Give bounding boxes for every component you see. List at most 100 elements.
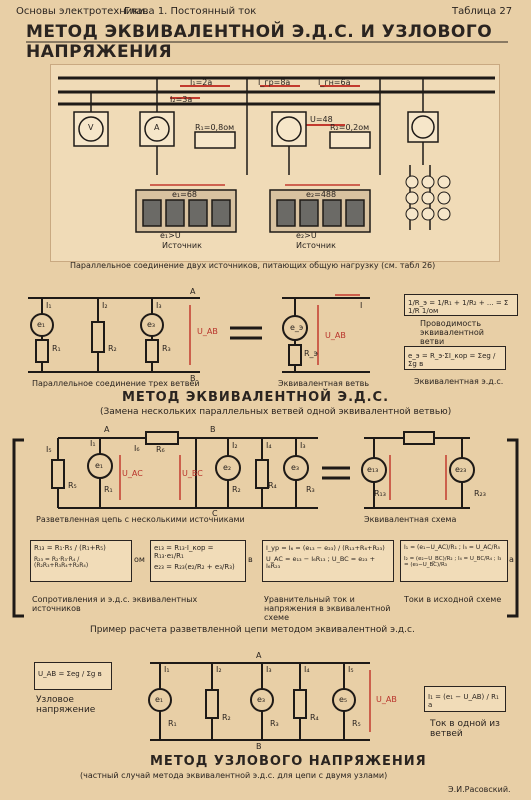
- scene-label-src1: Источник: [162, 241, 202, 250]
- br-label-e2: e₂: [223, 463, 232, 472]
- left-bracket: [12, 438, 24, 618]
- par-label-I: I: [360, 301, 363, 310]
- br-label-R5: R₅: [68, 481, 77, 490]
- formula-e13: e₁₃ = R₁₃·I_кор = R₁₃·e₁/R₁: [154, 544, 214, 560]
- scene-caption: Параллельное соединение двух источников,…: [70, 261, 436, 270]
- section2-title: МЕТОД УЗЛОВОГО НАПРЯЖЕНИЯ: [150, 754, 427, 769]
- author: Э.И.Расовский.: [448, 785, 511, 794]
- br-label-A: A: [104, 425, 110, 434]
- node-label-B: B: [256, 742, 262, 751]
- node-label-I4: I₄: [304, 665, 310, 674]
- node-label-R2: R₂: [222, 713, 231, 722]
- br-label-R13: R₁₃: [374, 489, 386, 498]
- scene-busbars: [58, 76, 495, 106]
- par-label-e3: e₃: [147, 320, 156, 329]
- br-label-I1: I₁: [90, 439, 96, 448]
- formula-r13: R₁₃ = R₁·R₅ / (R₁+R₅): [34, 544, 106, 552]
- par-label-B: B: [190, 374, 196, 383]
- par-label-I1: I₁: [46, 301, 52, 310]
- formula-unit-a: а: [509, 555, 514, 564]
- equals-sign-1: [230, 326, 262, 340]
- scene-label-src2: Источник: [296, 241, 336, 250]
- conductance-formula: 1/R_э = 1/R₁ + 1/R₂ + ... = Σ 1/R 1/ом: [408, 299, 509, 315]
- node-label-Uab: U_AB: [376, 695, 397, 704]
- conductance-formula-box: 1/R_э = 1/R₁ + 1/R₂ + ... = Σ 1/R 1/ом: [404, 294, 518, 316]
- parallel-circuit: [28, 297, 370, 373]
- formula-unit-ohm: ом: [134, 555, 145, 564]
- br-label-e13: e₁₃: [367, 465, 379, 474]
- node-label-R1: R₁: [168, 719, 177, 728]
- branch-current-formula-box: I₁ = (e₁ − U_AB) / R₁ а: [424, 686, 506, 712]
- node-label-I1: I₁: [164, 665, 170, 674]
- par-label-I2: I₂: [102, 301, 108, 310]
- branched-caption: Разветвленная цепь с несколькими источни…: [36, 515, 245, 524]
- caption-resistances: Сопротивления и э.д.с. эквивалентных ист…: [32, 595, 198, 613]
- formula-box-emf: e₁₃ = R₁₃·I_кор = R₁₃·e₁/R₁ e₂₃ = R₂₃(e₂…: [150, 540, 246, 582]
- section2-subtitle: (частный случай метода эквивалентной э.д…: [80, 771, 388, 780]
- par-label-e1: e₁: [37, 320, 46, 329]
- node-label-R5: R₅: [352, 719, 361, 728]
- br-label-e3: e₃: [291, 463, 300, 472]
- par-label-Uab: U_AB: [197, 327, 218, 336]
- branch-current-formula: I₁ = (e₁ − U_AB) / R₁ а: [428, 693, 499, 709]
- branch-current-caption: Ток в одной из ветвей: [430, 719, 500, 739]
- formula-box-equalizing: I_ур = I₆ = (e₁₃ − e₂₃) / (R₁₃+R₆+R₂₃) U…: [262, 540, 394, 582]
- br-label-Uac: U_AC: [122, 469, 143, 478]
- br-label-e1: e₁: [95, 461, 104, 470]
- conductance-caption: Проводимость эквивалентной ветви: [420, 319, 485, 346]
- section1-subtitle: (Замена нескольких параллельных ветвей о…: [100, 407, 452, 417]
- br-label-R1: R₁: [104, 485, 113, 494]
- br-label-R2: R₂: [232, 485, 241, 494]
- node-circuit: [148, 662, 370, 741]
- br-label-I6: I₆: [134, 444, 140, 453]
- scene-batteries: [135, 189, 371, 233]
- example-caption: Пример расчета разветвленной цепи методо…: [90, 625, 415, 635]
- br-label-I4: I₄: [266, 441, 272, 450]
- formula-e23: e₂₃ = R₂₃(e₂/R₂ + e₃/R₃): [154, 563, 235, 572]
- chapter-title: Глава 1. Постоянный ток: [124, 6, 257, 17]
- formula-box-currents: I₁ = (e₁−U_AC)/R₁ ; I₅ = U_AC/R₅ I₂ = (e…: [400, 540, 508, 582]
- br-label-R23: R₂₃: [474, 489, 486, 498]
- node-formula: U_AB = Σeg / Σg в: [38, 670, 102, 678]
- scene-label-igr: I_гр=8а: [258, 78, 291, 87]
- section1-title: МЕТОД ЭКВИВАЛЕНТНОЙ Э.Д.С.: [122, 390, 390, 405]
- caption-equalizing: Уравнительный ток и напряжения в эквивал…: [264, 595, 391, 622]
- par-label-R3: R₃: [162, 344, 171, 353]
- node-label-I2: I₂: [216, 665, 222, 674]
- scene-lamps: [405, 175, 451, 221]
- scene-label-r2: R₂=0,2ом: [330, 123, 370, 132]
- node-label-R4: R₄: [310, 713, 319, 722]
- par-label-Re: R_э: [304, 349, 318, 358]
- scene-label-eu2: e₂>U: [296, 231, 317, 240]
- scene-label-i1: I₁=2а: [190, 78, 213, 87]
- equals-sign-2: [322, 466, 350, 480]
- node-label-R3: R₃: [270, 719, 279, 728]
- node-label-I3: I₃: [266, 665, 272, 674]
- equivalent-scheme-caption: Эквивалентная схема: [364, 515, 457, 524]
- br-label-R4: R₄: [268, 481, 277, 490]
- emf-formula-box: e_э = R_э·ΣI_кор = Σeg / Σg в: [404, 346, 506, 370]
- formula-unit-v: в: [248, 555, 253, 564]
- br-label-R3: R₃: [306, 485, 315, 494]
- br-label-B: B: [210, 425, 216, 434]
- formula-box-resistances: R₁₃ = R₁·R₅ / (R₁+R₅) R₂₃ = R₂·R₃·R₄ / (…: [30, 540, 132, 582]
- br-label-I5: I₅: [46, 445, 52, 454]
- formula-i6: I_ур = I₆ = (e₁₃ − e₂₃) / (R₁₃+R₆+R₂₃): [266, 544, 385, 552]
- scene-current-arrows: [170, 85, 360, 126]
- node-formula-box: U_AB = Σeg / Σg в: [34, 662, 112, 690]
- par-label-R2: R₂: [108, 344, 117, 353]
- node-label-A: A: [256, 651, 262, 660]
- node-label-e1: e₁: [155, 695, 164, 704]
- scene-label-i2: I₂=3а: [170, 95, 193, 104]
- node-label-e5: e₅: [339, 695, 348, 704]
- right-bracket: [507, 438, 519, 618]
- scene-meters: [73, 111, 439, 149]
- br-label-I3: I₃: [300, 441, 306, 450]
- formula-r23: R₂₃ = R₂·R₃·R₄ / (R₂R₃+R₃R₄+R₂R₄): [34, 555, 89, 570]
- br-label-e23: e₂₃: [455, 465, 467, 474]
- table-number: Таблица 27: [452, 6, 513, 17]
- caption-currents: Токи в исходной схеме: [404, 595, 502, 604]
- node-caption: Узловое напряжение: [36, 695, 96, 715]
- scene-label-ign: I_гн=6а: [318, 78, 351, 87]
